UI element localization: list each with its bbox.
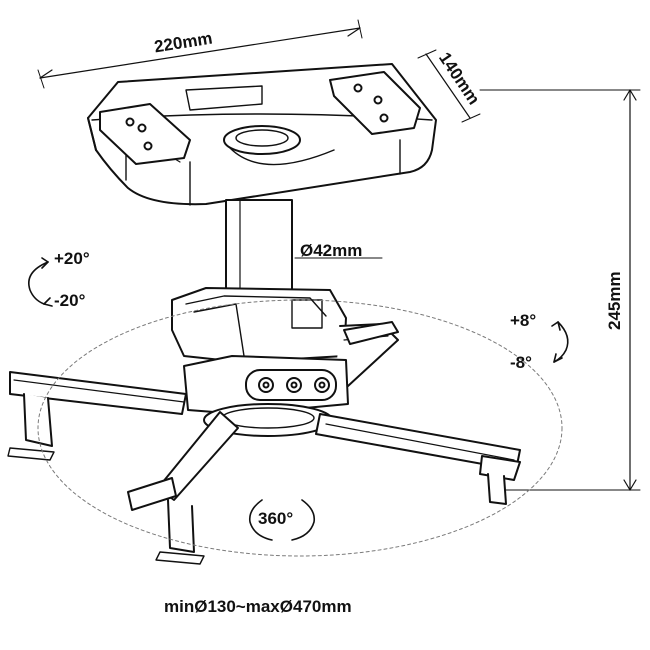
- rotation-label: 360°: [258, 509, 294, 528]
- tilt-up-label: +20°: [54, 249, 90, 268]
- depth-dimension-line: [417, 49, 481, 123]
- tube-diameter-label: Ø42mm: [300, 241, 363, 260]
- swivel-arrow-icon: [551, 321, 569, 363]
- spider-arms: [7, 321, 521, 565]
- ceiling-plate: [87, 63, 437, 206]
- swivel-down-label: -8°: [510, 353, 532, 372]
- swivel-up-label: +8°: [510, 311, 537, 330]
- rotation-arrow-icon: [248, 499, 316, 541]
- tilt-down-label: -20°: [54, 291, 86, 310]
- tilt-arrow-icon: [28, 257, 53, 307]
- width-dimension-line: [37, 19, 363, 89]
- height-label: 245mm: [605, 271, 624, 330]
- arm-span-label: minØ130~maxØ470mm: [164, 597, 352, 616]
- height-dimension-line: [479, 89, 641, 491]
- arm-reach-ellipse: [37, 299, 563, 557]
